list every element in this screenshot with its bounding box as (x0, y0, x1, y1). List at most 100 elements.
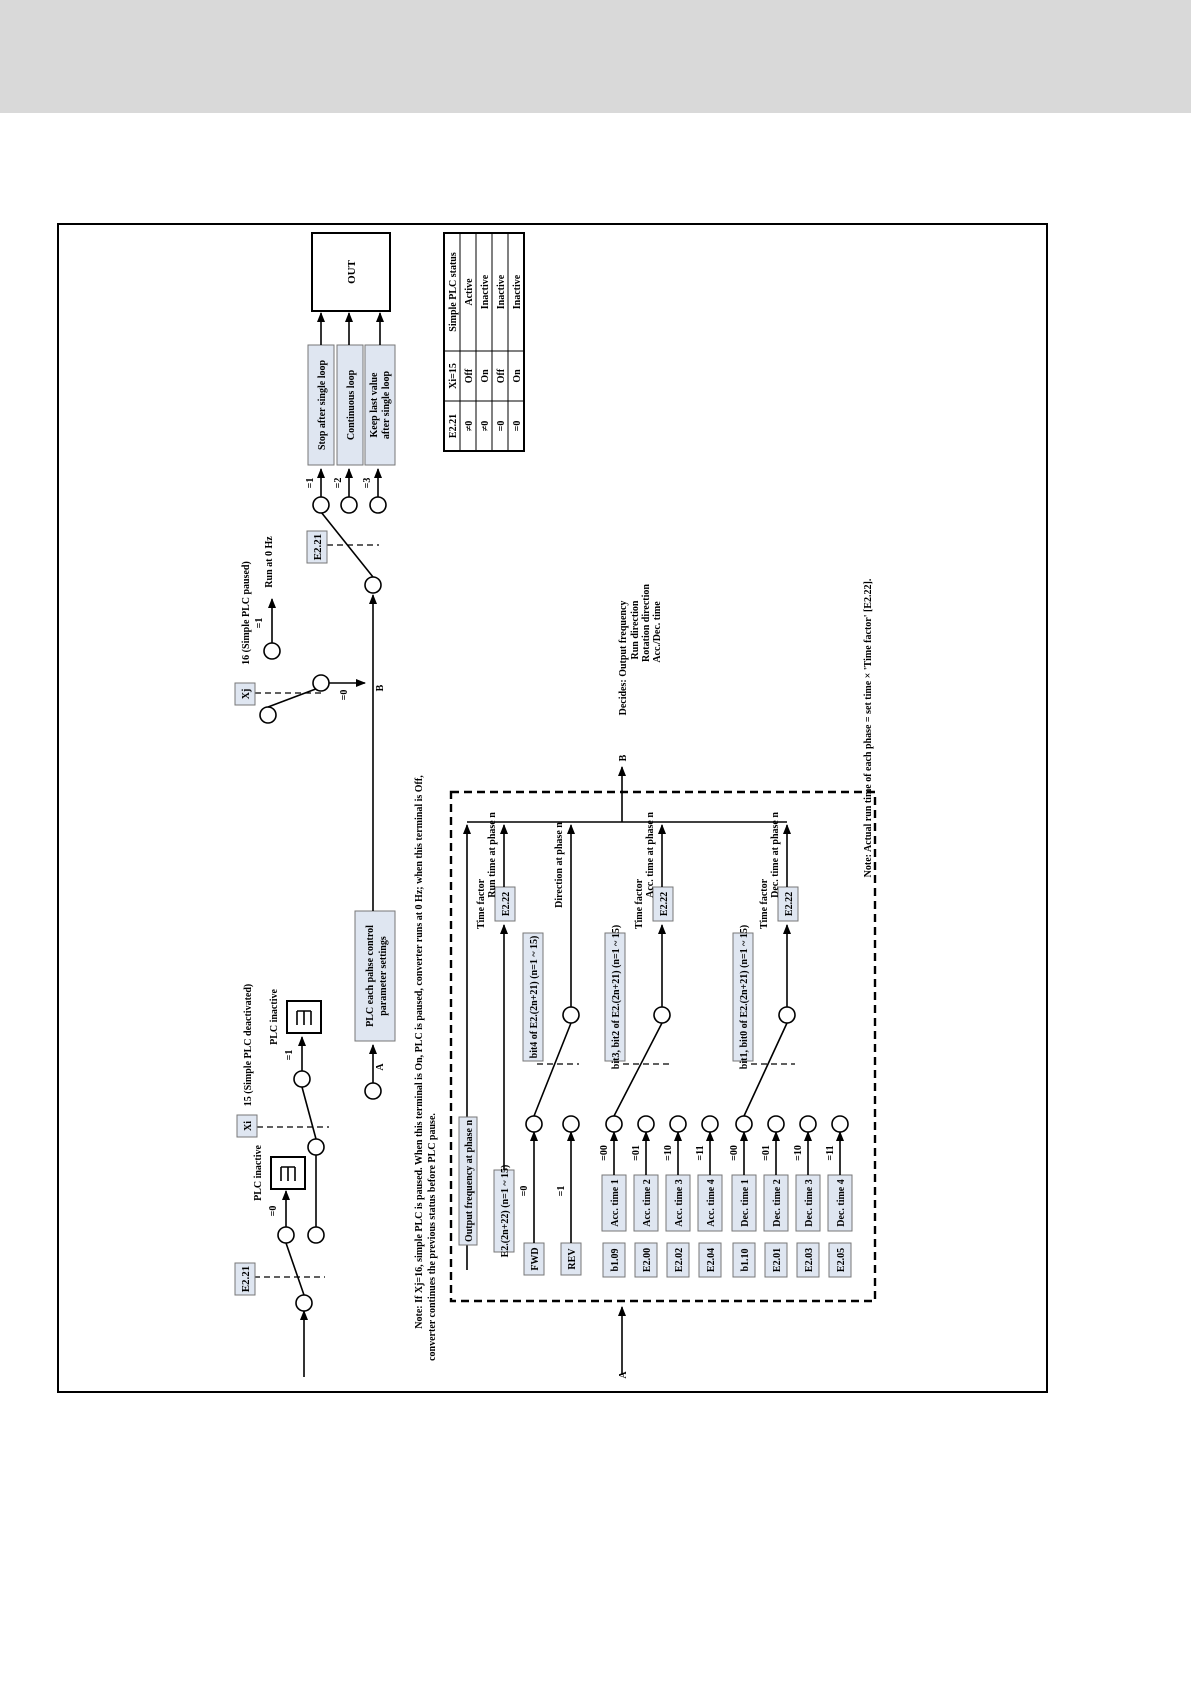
acc-code-01: =01 (631, 1145, 642, 1161)
e221b-label: E2.21 (312, 534, 324, 561)
switch-xj-arm (267, 686, 322, 708)
acc-selector-label: bit3, bit2 of E2.(2n+21) (n=1 ~ 15) (611, 925, 622, 1069)
plc-inactive-label-2: PLC inactive (269, 989, 280, 1045)
dec-selector-box (732, 932, 754, 1062)
dec-time1-box (731, 1174, 757, 1232)
dec-src-b110-label: b1.10 (740, 1248, 751, 1271)
dec-src-e205 (828, 1242, 852, 1278)
acc-factor-box (652, 886, 674, 922)
dec2-node (767, 1115, 785, 1133)
plc-inactive-icon-2 (296, 1010, 312, 1025)
table-cell-r2c1: ≠0 (480, 421, 491, 432)
dec1-node (735, 1115, 753, 1133)
output-freq-box (458, 1116, 478, 1246)
dec-src-e203-label: E2.03 (804, 1248, 815, 1272)
stop-loop-box (307, 344, 335, 466)
acc-time4-box (697, 1174, 723, 1232)
dec-src-e203 (796, 1242, 820, 1278)
output-freq-label: Output frequency at phase n (464, 1120, 475, 1242)
acc-selector-box (604, 932, 626, 1062)
b-label-lower: B (618, 754, 629, 761)
acc-code-00: =00 (599, 1145, 610, 1161)
xj-label: Xj (241, 689, 252, 700)
dec-code-11: =11 (825, 1145, 836, 1160)
acc-code-11: =11 (695, 1145, 706, 1160)
acc-src-e200-label: E2.00 (642, 1248, 653, 1272)
switch-e221-pivot (295, 1294, 313, 1312)
table-header-status: Simple PLC status (448, 252, 459, 332)
fwd-node (525, 1115, 543, 1133)
dec-factor-e222: E2.22 (784, 892, 795, 916)
dec-time2-box (763, 1174, 789, 1232)
continuous-loop-box (336, 344, 364, 466)
xj-box (234, 682, 256, 706)
acc-code-10: =10 (663, 1145, 674, 1161)
xj-node-eq1 (263, 642, 281, 660)
acc-factor-e222: E2.22 (659, 892, 670, 916)
fwd-label: FWD (530, 1247, 541, 1270)
switch-xi-pivot (307, 1138, 325, 1156)
acc-time2-label: Acc. time 2 (642, 1179, 653, 1226)
out-node-eq2 (340, 496, 358, 514)
plc-box-line2: parameter settings (378, 936, 389, 1016)
xi-label: Xi (243, 1121, 254, 1131)
acc4-node (701, 1115, 719, 1133)
table-cell-r3c2: Off (496, 368, 507, 383)
acc-src-e204-label: E2.04 (706, 1248, 717, 1272)
a-node-label: A (375, 1063, 386, 1071)
out-node-eq1 (312, 496, 330, 514)
dec-src-e201-label: E2.01 (772, 1248, 783, 1272)
direction-pivot (562, 1006, 580, 1024)
plc-inactive-label-1: PLC inactive (253, 1145, 264, 1201)
acc-time1-label: Acc. time 1 (610, 1179, 621, 1226)
acc-src-e202-label: E2.02 (674, 1248, 685, 1272)
switch-node-eq0 (277, 1226, 295, 1244)
acc-pivot (653, 1006, 671, 1024)
dec-time2-label: Dec. time 2 (772, 1179, 783, 1226)
bit4-box (522, 932, 544, 1062)
acc1-node (605, 1115, 623, 1133)
acc-src-e202 (666, 1242, 690, 1278)
plc-phase-settings-box (354, 910, 396, 1042)
decides-label: Decides: Output frequency (618, 601, 629, 716)
xj-eq1-label: =1 (254, 618, 265, 629)
dec4-node (831, 1115, 849, 1133)
table-cell-r2c3: Inactive (480, 274, 491, 309)
out-eq3-label: =3 (362, 478, 373, 489)
xj-node-eq0 (312, 674, 330, 692)
acc-src-b109-label: b1.09 (610, 1248, 621, 1271)
acc-time3-box (665, 1174, 691, 1232)
decides-item-run-direction: Run direction (630, 600, 641, 659)
table-header-xi15: Xi=15 (448, 363, 459, 389)
out-box (311, 232, 391, 312)
switch-out-pivot (364, 576, 382, 594)
direction-switch-arm (533, 1022, 572, 1117)
table-cell-r4c3: Inactive (512, 274, 523, 309)
table-header-e221: E2.21 (448, 414, 459, 438)
run-time-factor-e222: E2.22 (501, 892, 512, 916)
xi-node-eq1 (293, 1070, 311, 1088)
dec-out-label: Dec. time at phase n (770, 812, 781, 898)
dec-time4-label: Dec. time 4 (836, 1179, 847, 1226)
keep-last-line1: Keep last value (369, 372, 380, 438)
run-time-factor-box (494, 886, 516, 922)
plc-inactive-symbol-1 (270, 1156, 306, 1190)
acc3-node (669, 1115, 687, 1133)
xj-eq0-label: =0 (339, 690, 350, 701)
acc2-node (637, 1115, 655, 1133)
note2: Note: Actual run time of each phase = se… (863, 578, 874, 877)
plc-control-diagram: E2.21 =0 PLC inactive Xi 15 (Simple PLC … (234, 232, 877, 1379)
e2-2n22-label: E2.(2n+22) (n=1 ~ 15) (500, 1165, 511, 1258)
acc-factor-label: Time factor (634, 878, 645, 929)
eq0-label: =0 (268, 1206, 279, 1217)
table-cell-r1c3: Active (464, 278, 475, 306)
acc-time1-box (601, 1174, 627, 1232)
xi-box (236, 1114, 258, 1138)
dec-switch-arm (743, 1022, 788, 1117)
acc-switch-arm (613, 1022, 663, 1117)
rev-label: REV (567, 1248, 578, 1270)
table-cell-r1c1: ≠0 (464, 421, 475, 432)
out-label: OUT (346, 259, 358, 284)
rev-eq-label: =1 (556, 1186, 567, 1197)
switch-xi-arm (301, 1086, 317, 1140)
